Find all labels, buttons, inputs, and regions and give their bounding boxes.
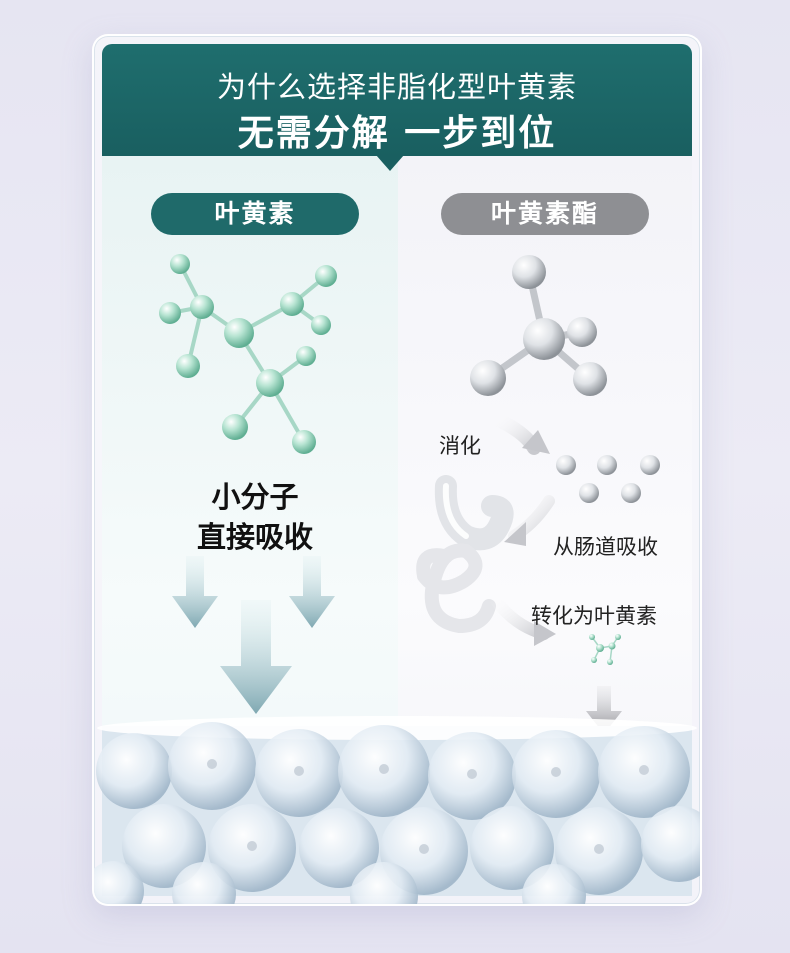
cell-layer-icon xyxy=(94,716,700,904)
lutein-ester-pill: 叶黄素酯 xyxy=(441,193,649,235)
header-pointer xyxy=(376,155,404,171)
converted-lutein-icon xyxy=(589,634,621,665)
absorb-arrow-icon xyxy=(504,495,555,546)
header-banner: 为什么选择非脂化型叶黄素 无需分解 一步到位 xyxy=(102,44,692,156)
step-digest-label: 消化 xyxy=(439,434,481,458)
lutein-ester-molecule-icon xyxy=(470,255,607,396)
direct-absorb-arrows-icon xyxy=(172,556,335,714)
step-convert-label: 转化为叶黄素 xyxy=(531,604,657,628)
lutein-pill: 叶黄素 xyxy=(151,193,359,235)
lutein-molecule-icon xyxy=(159,254,337,454)
header-subtitle: 无需分解 一步到位 xyxy=(237,113,557,154)
comparison-card: 为什么选择非脂化型叶黄素 无需分解 一步到位 叶黄素 叶黄素酯 xyxy=(92,34,702,906)
left-headline-line2: 直接吸收 xyxy=(196,520,313,554)
left-headline-line1: 小分子 xyxy=(211,480,299,514)
digested-particles-icon xyxy=(556,455,660,503)
stomach-intestine-icon xyxy=(416,475,514,634)
convert-arrow-icon xyxy=(488,592,556,646)
step-absorb-label: 从肠道吸收 xyxy=(553,535,658,559)
illustration-layer xyxy=(94,254,700,904)
digest-arrow-icon xyxy=(487,411,550,455)
header-title: 为什么选择非脂化型叶黄素 xyxy=(216,70,577,104)
